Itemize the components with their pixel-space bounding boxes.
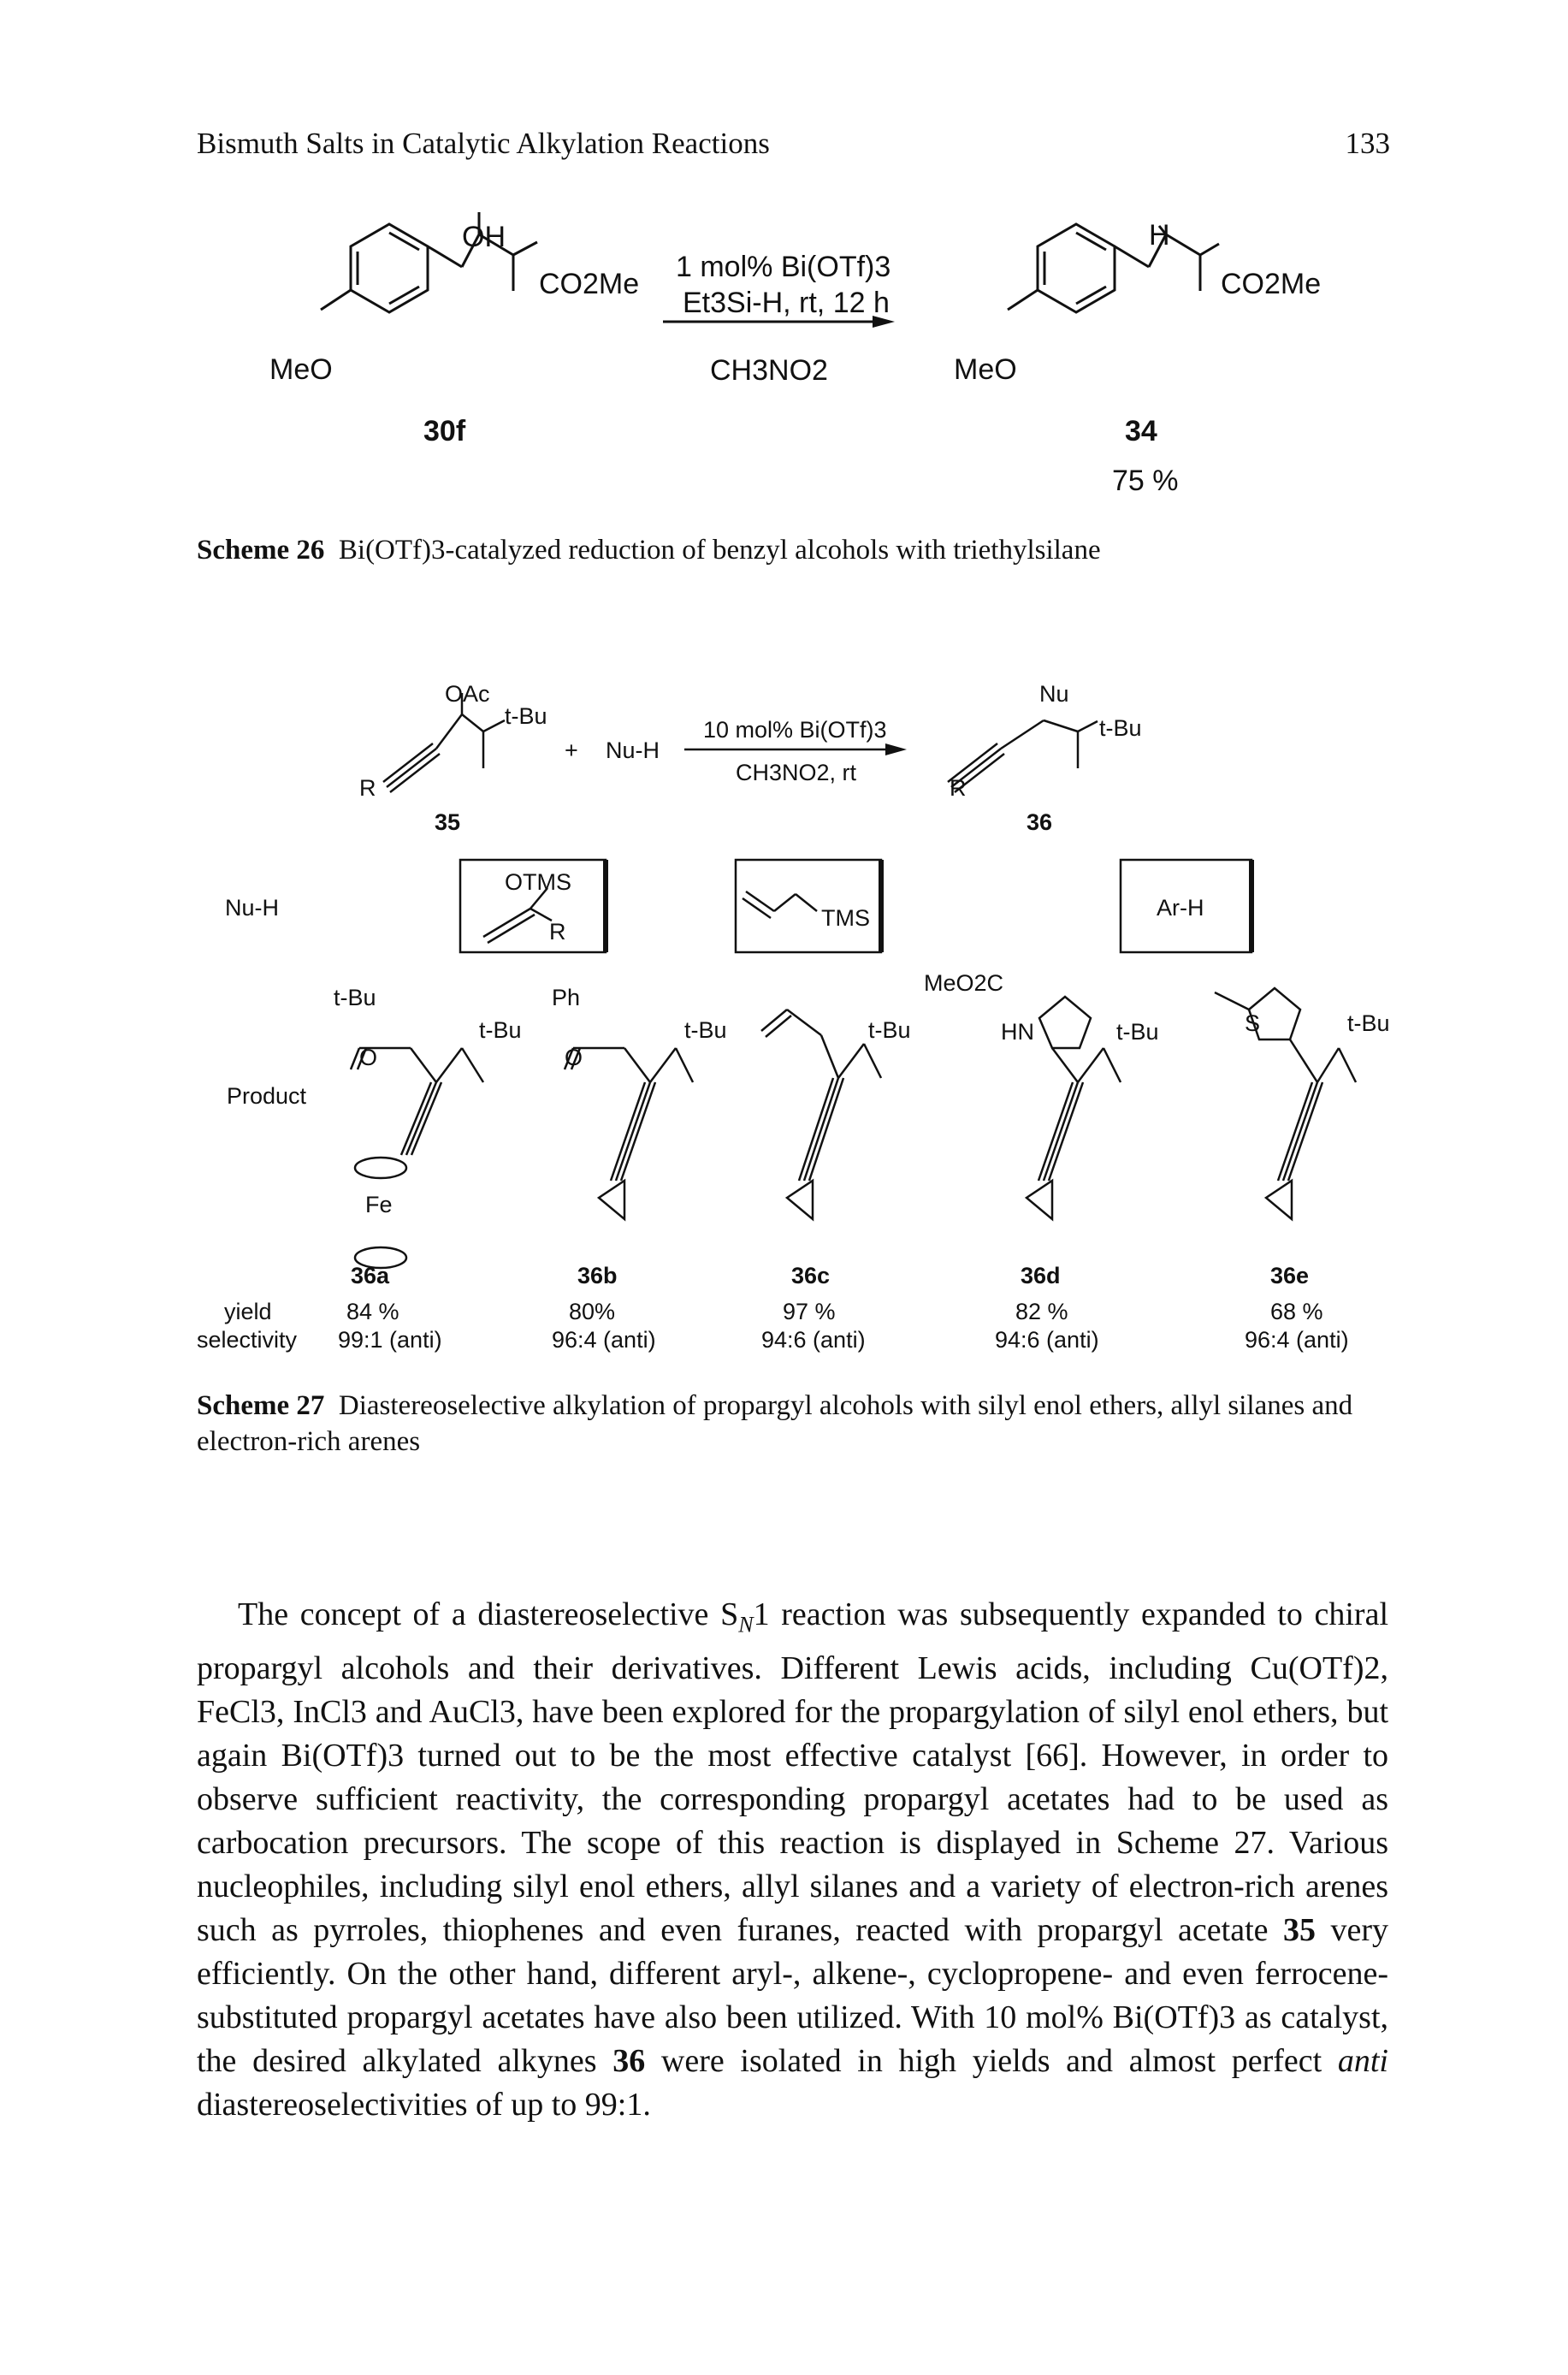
label-36d: 36d: [1021, 1263, 1061, 1288]
scheme-26-figure: OH CO2Me MeO 30f 1 mol% Bi(OTf)3 Et3Si-H…: [269, 212, 1321, 497]
scheme-27-caption-label: Scheme 27: [197, 1390, 325, 1421]
yield-36c: 97 %: [783, 1299, 836, 1324]
compound-label-36: 36: [1027, 809, 1052, 835]
tbu-36a-2: t-Bu: [479, 1017, 522, 1043]
body-compound-36: 36: [612, 2042, 646, 2079]
s-36e: S: [1245, 1010, 1260, 1036]
meo-label-reactant: MeO: [269, 353, 333, 386]
body-p2: 1 reaction was subsequently expanded to …: [197, 1596, 1388, 1948]
arrow-head-27: [885, 743, 907, 755]
label-36b: 36b: [577, 1263, 618, 1288]
oac-label: OAc: [445, 681, 490, 707]
conditions-catalyst: 1 mol% Bi(OTf)3: [676, 251, 891, 283]
scheme-26-caption-label: Scheme 26: [197, 535, 325, 566]
benzene-ring-product: [1036, 222, 1116, 314]
meo-label-product: MeO: [954, 353, 1017, 386]
row-label-selectivity: selectivity: [197, 1327, 298, 1353]
yield-36b: 80%: [569, 1299, 615, 1324]
label-36a: 36a: [351, 1263, 390, 1288]
compound-label-30f: 30f: [423, 415, 466, 447]
selectivity-36e: 96:4 (anti): [1245, 1327, 1349, 1353]
tbu-36a-1: t-Bu: [334, 985, 376, 1010]
row-label-nuh: Nu-H: [225, 895, 279, 921]
label-36e: 36e: [1270, 1263, 1309, 1288]
row-label-yield: yield: [224, 1299, 272, 1324]
benzene-ring-reactant: [349, 222, 429, 314]
plus-sign: +: [565, 737, 578, 763]
meo2c-36d: MeO2C: [924, 970, 1003, 996]
silyl-otms: OTMS: [505, 869, 571, 895]
arrow-head: [873, 316, 895, 328]
compound-label-35: 35: [435, 809, 460, 835]
tbu-36d: t-Bu: [1116, 1019, 1159, 1045]
body-p1: The concept of a diastereoselective S: [238, 1596, 739, 1632]
o-36a: O: [359, 1045, 377, 1070]
selectivity-36c: 94:6 (anti): [761, 1327, 866, 1353]
yield-36d: 82 %: [1015, 1299, 1068, 1324]
scheme-27-caption: Scheme 27 Diastereoselective alkylation …: [197, 1388, 1388, 1460]
r-label-35: R: [359, 775, 376, 801]
conditions-catalyst-27: 10 mol% Bi(OTf)3: [703, 717, 887, 743]
oh-label: OH: [462, 221, 506, 253]
body-compound-35: 35: [1282, 1911, 1316, 1948]
tbu-label-35: t-Bu: [505, 703, 547, 729]
arene-arh: Ar-H: [1157, 895, 1204, 921]
scheme-27-figure: OAc t-Bu R 35 + Nu-H 10 mol% Bi(OTf)3 CH…: [197, 681, 1390, 1353]
scheme-26-caption-text: Bi(OTf)3-catalyzed reduction of benzyl a…: [338, 535, 1101, 566]
scheme-27-caption-text: Diastereoselective alkylation of proparg…: [197, 1390, 1353, 1457]
selectivity-36d: 94:6 (anti): [995, 1327, 1099, 1353]
selectivity-36a: 99:1 (anti): [338, 1327, 442, 1353]
scheme-26-caption: Scheme 26 Bi(OTf)3-catalyzed reduction o…: [197, 532, 1388, 568]
tbu-label-36: t-Bu: [1099, 715, 1142, 741]
conditions-solvent: CH3NO2: [710, 354, 828, 387]
hn-36d: HN: [1001, 1019, 1034, 1045]
label-36c: 36c: [791, 1263, 830, 1288]
product-36c-skeleton: [760, 1009, 883, 1222]
ester-label-product: CO2Me: [1221, 268, 1321, 300]
body-p1-sub: N: [738, 1612, 754, 1638]
h-label: H: [1149, 219, 1170, 252]
allyl-tms: TMS: [821, 905, 870, 931]
conditions-solvent-27: CH3NO2, rt: [736, 760, 857, 785]
tbu-36e: t-Bu: [1347, 1010, 1390, 1036]
r-label-36: R: [950, 775, 967, 801]
yield-36a: 84 %: [346, 1299, 399, 1324]
body-p3: very efficiently. On the other hand, dif…: [197, 1911, 1388, 2079]
yield-36e: 68 %: [1270, 1299, 1323, 1324]
body-p4: were isolated in high yields and almost …: [645, 2042, 1338, 2079]
body-paragraph: The concept of a diastereoselective SN1 …: [197, 1593, 1388, 2127]
product-36b-skeleton: [563, 1046, 695, 1222]
selectivity-36b: 96:4 (anti): [552, 1327, 656, 1353]
fe-36a: Fe: [365, 1192, 393, 1217]
ester-label-reactant: CO2Me: [539, 268, 639, 300]
running-header: Bismuth Salts in Catalytic Alkylation Re…: [197, 127, 770, 160]
product-36e-skeleton: [1214, 986, 1358, 1222]
silyl-r: R: [549, 919, 566, 945]
conditions-reagent: Et3Si-H, rt, 12 h: [683, 287, 890, 319]
compound-label-34: 34: [1125, 415, 1157, 447]
body-anti: anti: [1337, 2042, 1388, 2079]
nuh-reagent: Nu-H: [606, 737, 660, 763]
product-36a-skeleton: [349, 1046, 485, 1270]
page-number: 133: [1345, 127, 1391, 160]
row-label-product: Product: [227, 1083, 307, 1109]
ph-36b: Ph: [552, 985, 580, 1010]
tbu-36c: t-Bu: [868, 1017, 911, 1043]
o-36b: O: [565, 1045, 583, 1070]
tbu-36b: t-Bu: [684, 1017, 727, 1043]
yield-34: 75 %: [1112, 465, 1179, 497]
nu-label-36: Nu: [1039, 681, 1069, 707]
product-36d-skeleton: [1024, 995, 1122, 1222]
body-p5: diastereoselectivities of up to 99:1.: [197, 2086, 651, 2123]
